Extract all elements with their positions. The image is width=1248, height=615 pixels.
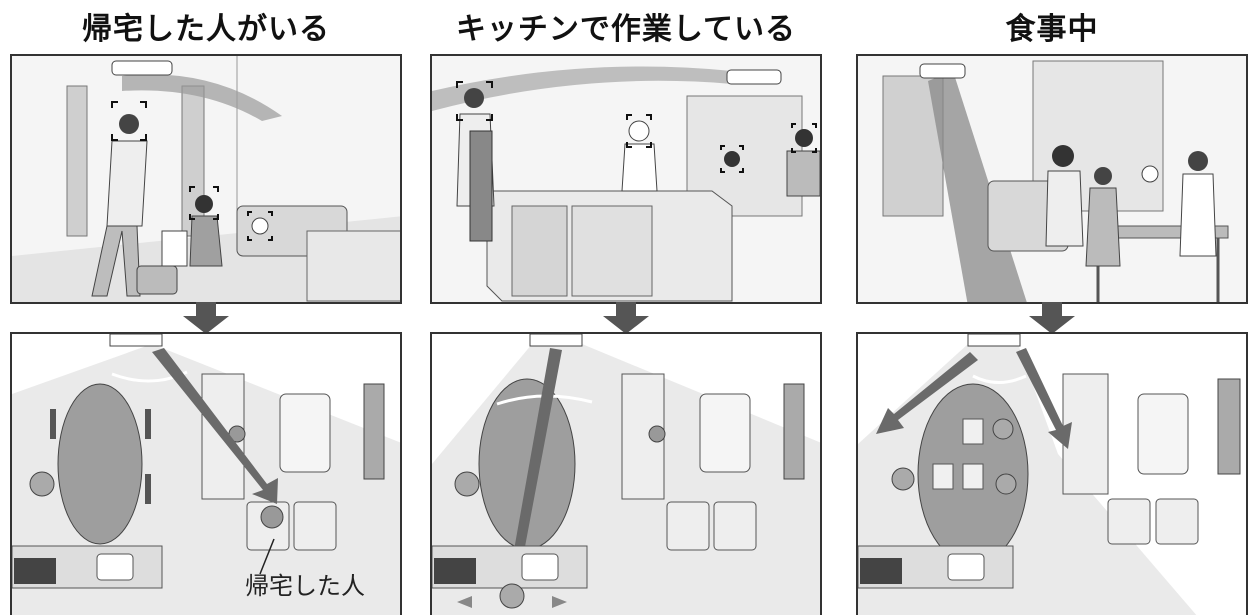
arrow-down-icon bbox=[1029, 302, 1075, 334]
scene-title: 帰宅した人がいる bbox=[82, 12, 330, 47]
arrow-down-icon bbox=[183, 302, 229, 334]
scene-kitchen-work: キッチンで作業している bbox=[430, 0, 822, 615]
scene-title: 食事中 bbox=[1005, 12, 1099, 47]
scene-illustration bbox=[430, 54, 822, 304]
annotation-label: 帰宅した人 bbox=[245, 572, 365, 600]
floor-plan: 帰宅した人 bbox=[10, 332, 402, 615]
scene-illustration bbox=[10, 54, 402, 304]
floor-plan bbox=[430, 332, 822, 615]
scene-illustration bbox=[856, 54, 1248, 304]
scene-mealtime: 食事中 bbox=[856, 0, 1248, 615]
floor-plan bbox=[856, 332, 1248, 615]
scene-title: キッチンで作業している bbox=[455, 12, 797, 47]
arrow-down-icon bbox=[603, 302, 649, 334]
scene-returning-home: 帰宅した人がいる bbox=[10, 0, 402, 615]
